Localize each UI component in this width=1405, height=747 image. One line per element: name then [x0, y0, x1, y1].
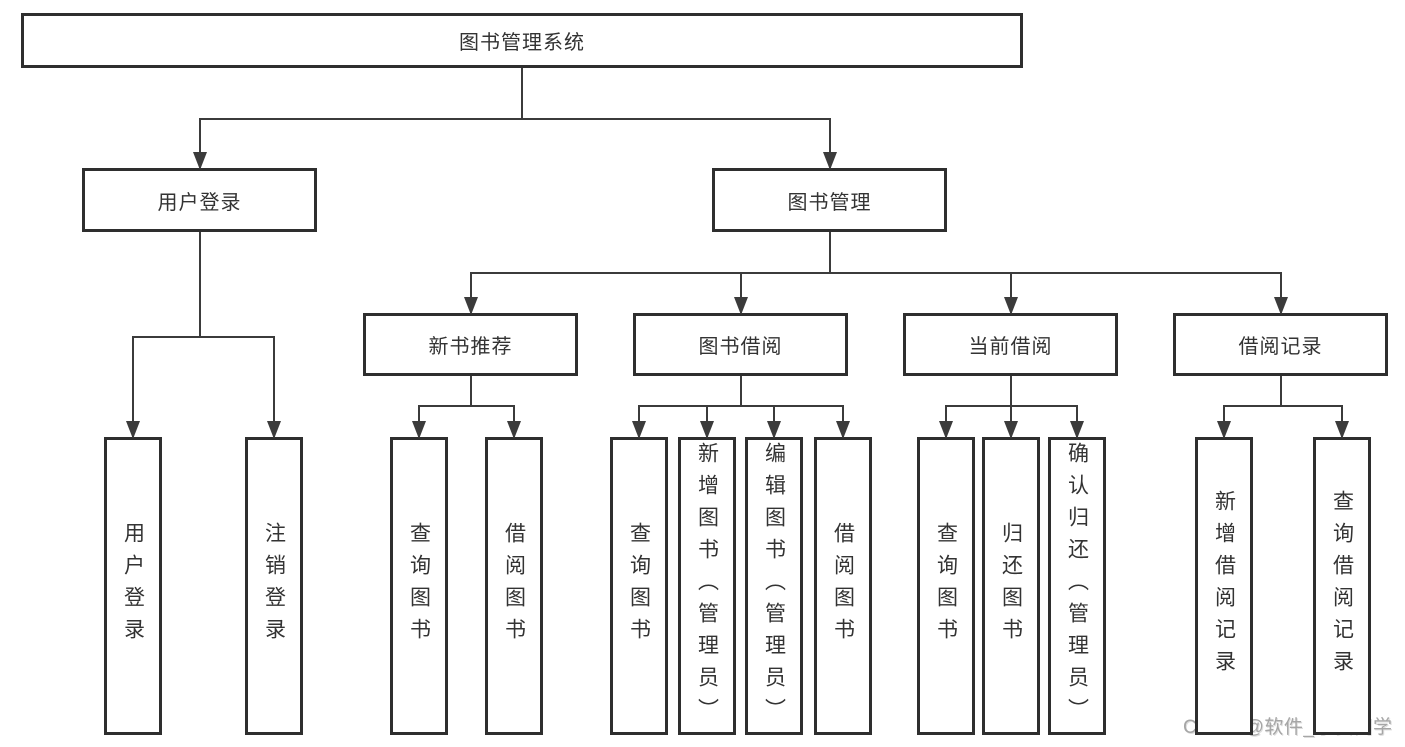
arrowhead-down-icon	[1004, 421, 1018, 439]
connector-rail	[132, 336, 275, 338]
node-borrowing-records: 借阅记录	[1173, 313, 1388, 376]
node-user-login: 用户登录	[82, 168, 317, 232]
connector-drop	[469, 272, 472, 313]
arrowhead-down-icon	[822, 152, 837, 170]
arrowhead-down-icon	[192, 152, 207, 170]
connector-stem	[1009, 376, 1012, 407]
leaf-return-books: 归还图书	[982, 437, 1040, 735]
arrowhead-down-icon	[1003, 297, 1018, 315]
arrowhead-down-icon	[1273, 297, 1288, 315]
leaf-query-books-3-label: 查询图书	[934, 522, 958, 650]
leaf-logout-login-label: 注销登录	[262, 522, 286, 650]
node-current-borrowing-label: 当前借阅	[968, 336, 1053, 358]
connector-drop	[1279, 272, 1282, 313]
connector-stem	[1279, 376, 1282, 407]
leaf-add-borrow-record: 新增借阅记录	[1195, 437, 1253, 735]
leaf-borrow-books-2: 借阅图书	[814, 437, 872, 735]
connector-drop	[132, 336, 134, 437]
connector-stem	[828, 232, 831, 274]
node-book-management: 图书管理	[712, 168, 947, 232]
node-user-login-label: 用户登录	[157, 191, 242, 214]
connector-drop	[739, 272, 742, 313]
connector-drop	[198, 118, 201, 168]
arrowhead-down-icon	[632, 421, 646, 439]
leaf-query-books-1: 查询图书	[390, 437, 448, 735]
leaf-return-books-label: 归还图书	[999, 522, 1023, 650]
connector-rail	[418, 405, 515, 407]
node-current-borrowing: 当前借阅	[903, 313, 1118, 376]
leaf-logout-login: 注销登录	[245, 437, 303, 735]
leaf-user-login: 用户登录	[104, 437, 162, 735]
arrowhead-down-icon	[1070, 421, 1084, 439]
leaf-add-books-admin: 新增图书（管理员）	[678, 437, 736, 735]
connector-rail	[638, 405, 844, 407]
connector-stem	[739, 376, 742, 407]
leaf-query-borrow-record: 查询借阅记录	[1313, 437, 1371, 735]
connector-drop	[828, 118, 831, 168]
node-library-system-label: 图书管理系统	[459, 32, 585, 54]
node-book-borrowing: 图书借阅	[633, 313, 848, 376]
node-library-system: 图书管理系统	[21, 13, 1023, 68]
leaf-query-books-2-label: 查询图书	[627, 522, 651, 650]
leaf-query-books-3: 查询图书	[917, 437, 975, 735]
leaf-confirm-return-admin-label: 确认归还（管理员）	[1065, 442, 1089, 730]
connector-drop	[273, 336, 275, 437]
connector-stem	[521, 68, 523, 120]
leaf-edit-books-admin-label: 编辑图书（管理员）	[762, 442, 786, 730]
leaf-query-books-1-label: 查询图书	[407, 522, 431, 650]
connector-rail	[198, 118, 831, 120]
connector-drop	[1009, 272, 1012, 313]
node-borrowing-records-label: 借阅记录	[1238, 336, 1323, 358]
connector-rail	[469, 272, 1282, 274]
leaf-confirm-return-admin: 确认归还（管理员）	[1048, 437, 1106, 735]
connector-stem	[198, 232, 201, 338]
node-new-book-recommend: 新书推荐	[363, 313, 578, 376]
arrowhead-down-icon	[507, 421, 521, 439]
arrowhead-down-icon	[733, 297, 748, 315]
arrowhead-down-icon	[836, 421, 850, 439]
leaf-add-borrow-record-label: 新增借阅记录	[1212, 490, 1236, 682]
connector-rail	[1223, 405, 1343, 407]
node-book-management-label: 图书管理	[787, 191, 872, 214]
node-new-book-recommend-label: 新书推荐	[428, 336, 513, 358]
leaf-borrow-books-1-label: 借阅图书	[502, 522, 526, 650]
arrowhead-down-icon	[1217, 421, 1231, 439]
leaf-borrow-books-2-label: 借阅图书	[831, 522, 855, 650]
arrowhead-down-icon	[767, 421, 781, 439]
leaf-user-login-label: 用户登录	[121, 522, 145, 650]
arrowhead-down-icon	[1335, 421, 1349, 439]
arrowhead-down-icon	[267, 421, 281, 439]
connector-stem	[469, 376, 472, 407]
leaf-query-books-2: 查询图书	[610, 437, 668, 735]
leaf-add-books-admin-label: 新增图书（管理员）	[695, 442, 719, 730]
node-book-borrowing-label: 图书借阅	[698, 336, 783, 358]
leaf-edit-books-admin: 编辑图书（管理员）	[745, 437, 803, 735]
leaf-borrow-books-1: 借阅图书	[485, 437, 543, 735]
leaf-query-borrow-record-label: 查询借阅记录	[1330, 490, 1354, 682]
arrowhead-down-icon	[412, 421, 426, 439]
arrowhead-down-icon	[939, 421, 953, 439]
arrowhead-down-icon	[126, 421, 140, 439]
arrowhead-down-icon	[700, 421, 714, 439]
arrowhead-down-icon	[463, 297, 478, 315]
